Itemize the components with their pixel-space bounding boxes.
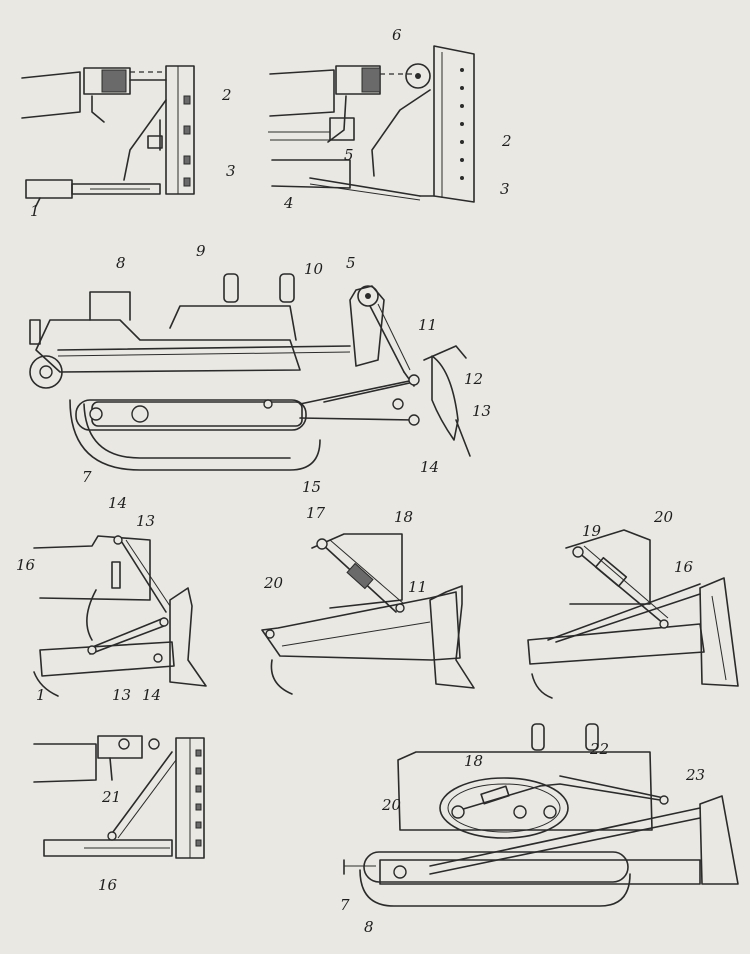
label-17: 17 bbox=[306, 504, 326, 522]
label-15: 15 bbox=[302, 478, 322, 496]
label-14b: 14 bbox=[108, 494, 128, 512]
label-20c: 20 bbox=[382, 796, 402, 814]
view-a-plan bbox=[21, 65, 195, 207]
label-13c: 13 bbox=[112, 686, 132, 704]
view-g-plan bbox=[33, 735, 205, 859]
label-11: 11 bbox=[418, 316, 438, 334]
label-20b: 20 bbox=[654, 508, 674, 526]
label-16c: 16 bbox=[98, 876, 118, 894]
label-5: 5 bbox=[344, 146, 354, 164]
label-14c: 14 bbox=[142, 686, 162, 704]
label-8: 8 bbox=[116, 254, 126, 272]
label-5b: 5 bbox=[346, 254, 356, 272]
label-23: 23 bbox=[686, 766, 706, 784]
view-f bbox=[527, 529, 739, 699]
label-6: 6 bbox=[392, 26, 402, 44]
label-12: 12 bbox=[464, 370, 484, 388]
label-4: 4 bbox=[284, 194, 294, 212]
label-21: 21 bbox=[102, 788, 122, 806]
view-c-side bbox=[29, 273, 471, 471]
label-7: 7 bbox=[82, 468, 92, 486]
label-2: 2 bbox=[222, 86, 232, 104]
label-16b: 16 bbox=[674, 558, 694, 576]
label-9: 9 bbox=[196, 242, 206, 260]
label-2b: 2 bbox=[502, 132, 512, 150]
view-h-side bbox=[343, 723, 739, 907]
view-d bbox=[33, 535, 207, 697]
label-22: 22 bbox=[590, 740, 610, 758]
label-18b: 18 bbox=[464, 752, 484, 770]
label-8b: 8 bbox=[364, 918, 374, 936]
label-1: 1 bbox=[30, 202, 40, 220]
label-19: 19 bbox=[582, 522, 602, 540]
label-13b: 13 bbox=[136, 512, 156, 530]
label-1b: 1 bbox=[36, 686, 46, 704]
view-b-plan bbox=[268, 45, 475, 203]
label-7b: 7 bbox=[340, 896, 350, 914]
label-10: 10 bbox=[304, 260, 324, 278]
label-14: 14 bbox=[420, 458, 440, 476]
label-18: 18 bbox=[394, 508, 414, 526]
view-e bbox=[261, 533, 475, 695]
label-11b: 11 bbox=[408, 578, 428, 596]
label-3b: 3 bbox=[500, 180, 510, 198]
label-16: 16 bbox=[16, 556, 36, 574]
label-3: 3 bbox=[226, 162, 236, 180]
label-13: 13 bbox=[472, 402, 492, 420]
label-20: 20 bbox=[264, 574, 284, 592]
